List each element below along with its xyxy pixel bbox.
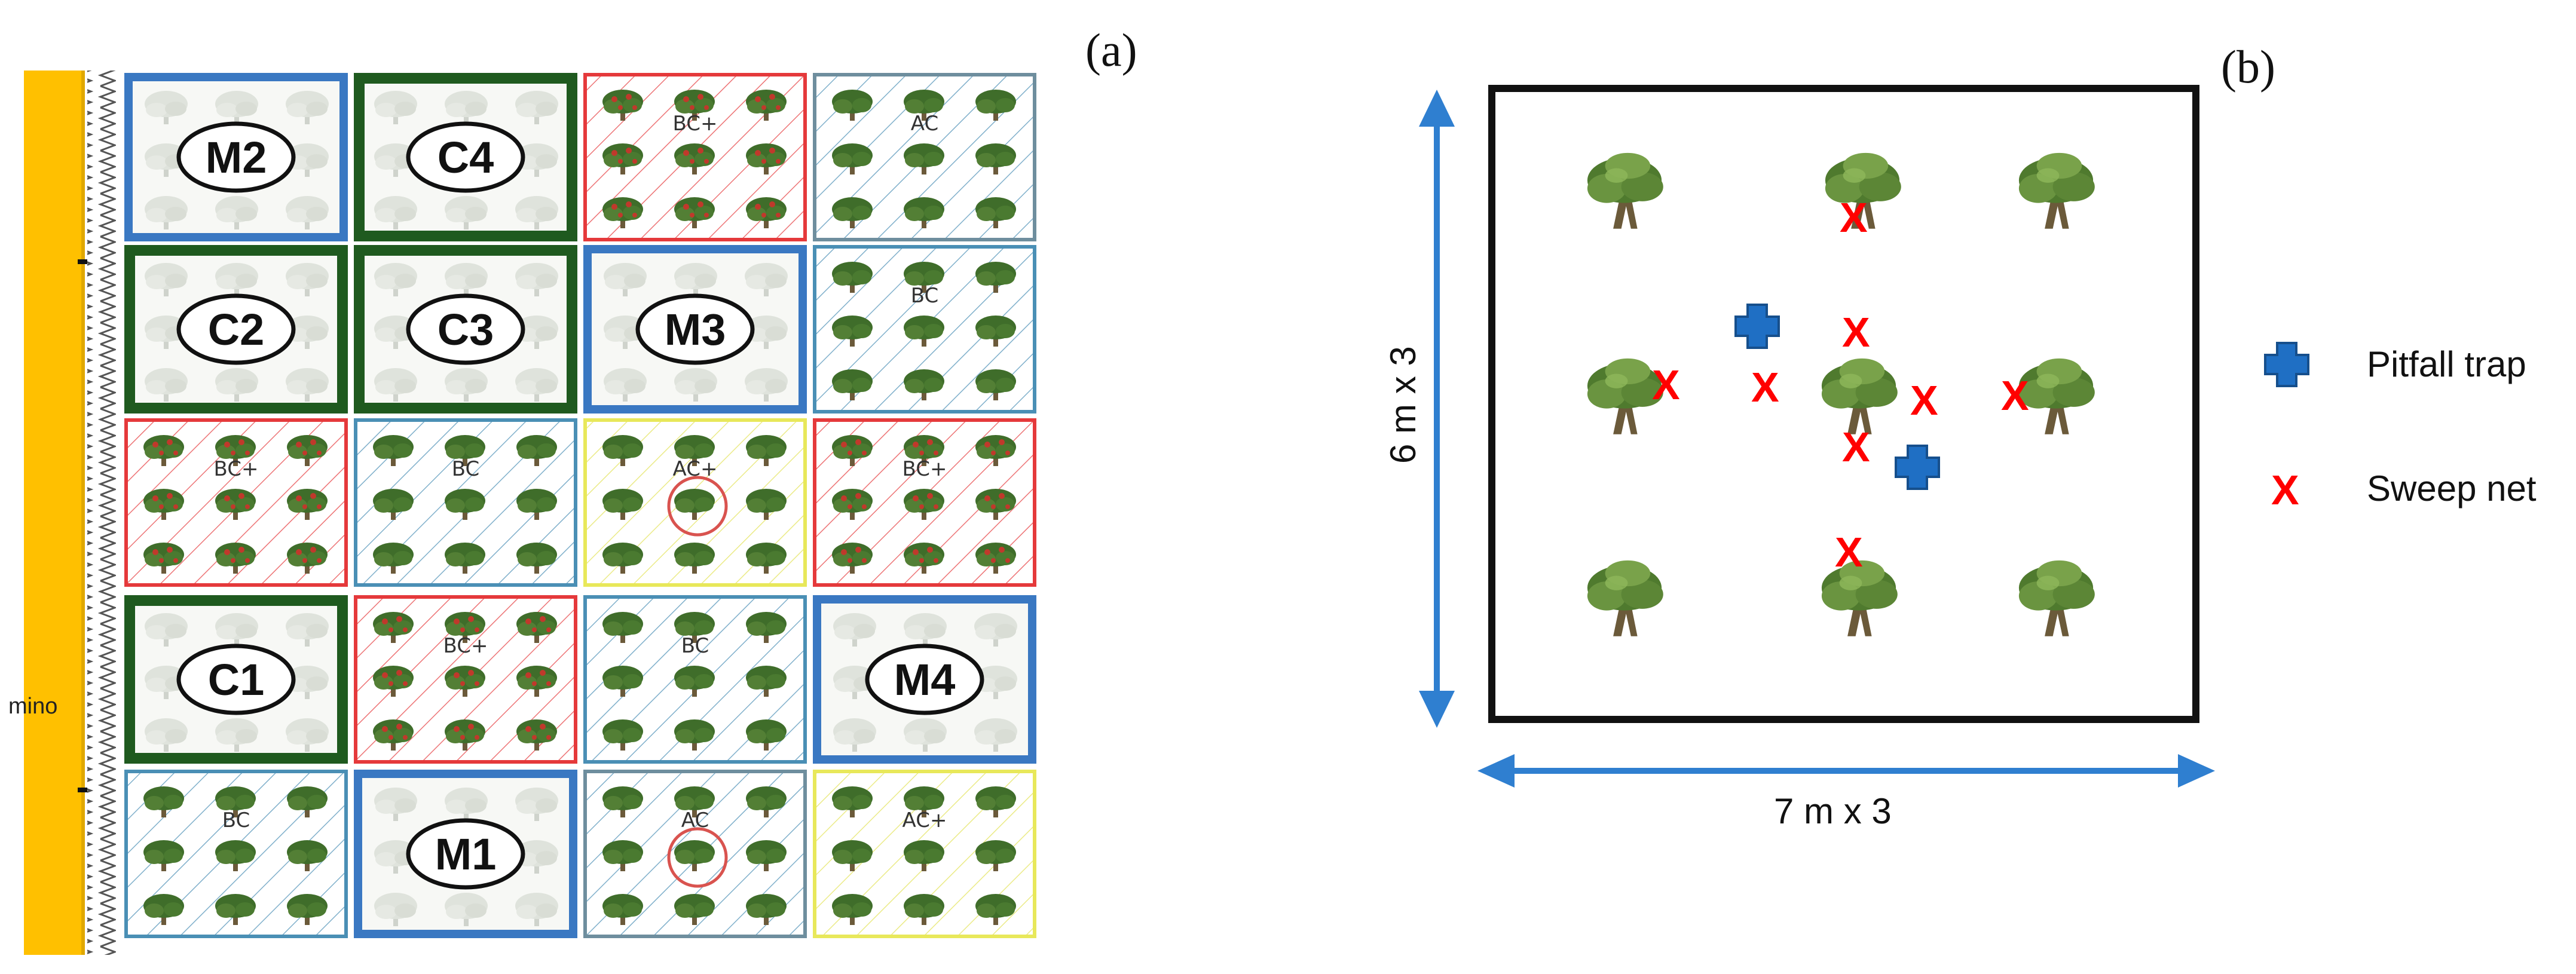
plot-m3: M3 bbox=[583, 245, 807, 414]
sweep-net-markers: X X X X X X X X bbox=[1652, 194, 2029, 575]
sweep-net-mark: X bbox=[1842, 309, 1870, 356]
plot-label: M2 bbox=[206, 133, 267, 182]
height-label: 6 m x 3 bbox=[1383, 346, 1423, 464]
pitfall-trap-icon bbox=[1895, 445, 1940, 490]
plot-c4: C4 bbox=[354, 73, 577, 241]
plot-label: BC bbox=[452, 457, 479, 481]
plot-c2: C2 bbox=[124, 245, 348, 414]
road-label: mino bbox=[8, 694, 57, 719]
plot-label: M3 bbox=[665, 305, 726, 354]
legend-sweep-net-label: Sweep net bbox=[2367, 468, 2537, 509]
plot-label: AC+ bbox=[902, 808, 947, 832]
plot-label: BC bbox=[911, 284, 938, 308]
plot-bc: BC bbox=[124, 770, 348, 938]
panel-b: (b) X X X X X X X X bbox=[1383, 41, 2537, 831]
plot-label: C2 bbox=[208, 305, 265, 354]
plot-bc-plus: BC+ bbox=[354, 595, 577, 764]
height-dimension-arrow bbox=[1419, 90, 1455, 728]
width-label: 7 m x 3 bbox=[1774, 791, 1892, 831]
legend-pitfall-trap-icon bbox=[2264, 342, 2309, 387]
panel-b-letter: (b) bbox=[2221, 41, 2275, 93]
panel-a-letter: (a) bbox=[1085, 24, 1137, 76]
plot-label: C3 bbox=[438, 305, 494, 354]
sweep-net-mark: X bbox=[1842, 424, 1870, 470]
road-edge bbox=[81, 71, 85, 955]
plot-bc-plus: BC+ bbox=[124, 418, 348, 587]
legend-sweep-net-icon: X bbox=[2271, 467, 2299, 513]
plot-m4: M4 bbox=[813, 595, 1036, 764]
plot-label: M4 bbox=[894, 655, 956, 705]
fence bbox=[87, 71, 116, 955]
pitfall-trap-icon bbox=[1734, 304, 1780, 349]
plot-label: BC bbox=[222, 808, 250, 832]
plot-c3: C3 bbox=[354, 245, 577, 414]
plot-bc: BC bbox=[354, 418, 577, 587]
plot-label: M1 bbox=[435, 829, 497, 879]
sweep-net-mark: X bbox=[1751, 364, 1779, 411]
plot-label: BC+ bbox=[443, 634, 488, 658]
plot-label: BC+ bbox=[902, 457, 947, 481]
sampling-circle bbox=[667, 476, 728, 537]
legend-pitfall-trap-label: Pitfall trap bbox=[2367, 344, 2526, 384]
plot-ac-plus: AC+ bbox=[813, 770, 1036, 938]
plot-label: BC bbox=[681, 634, 709, 658]
plot-ac: AC bbox=[583, 770, 807, 938]
road bbox=[24, 71, 81, 955]
plot-ac-plus: AC+ bbox=[583, 418, 807, 587]
plot-label: BC+ bbox=[673, 112, 718, 136]
plot-m1: M1 bbox=[354, 770, 577, 938]
plot-label: C4 bbox=[438, 133, 494, 182]
sweep-net-mark: X bbox=[2001, 372, 2029, 419]
plot-label: BC+ bbox=[214, 457, 259, 481]
plot-label: C1 bbox=[208, 655, 265, 705]
pitfall-trap-markers bbox=[1734, 304, 1940, 490]
plot-bc: BC bbox=[583, 595, 807, 764]
plot-bc-plus: BC+ bbox=[813, 418, 1036, 587]
plot-bc-plus: BC+ bbox=[583, 73, 807, 241]
plot-c1: C1 bbox=[124, 595, 348, 764]
sampling-circle bbox=[667, 827, 728, 888]
sweep-net-mark: X bbox=[1840, 194, 1868, 241]
legend: Pitfall trap X Sweep net bbox=[2264, 342, 2537, 513]
plot-ac: AC bbox=[813, 73, 1036, 241]
sweep-net-mark: X bbox=[1652, 362, 1680, 408]
sweep-net-mark: X bbox=[1910, 377, 1938, 424]
width-dimension-arrow bbox=[1477, 754, 2215, 788]
plot-bc: BC bbox=[813, 245, 1036, 414]
sweep-net-mark: X bbox=[1835, 529, 1863, 575]
plot-m2: M2 bbox=[124, 73, 348, 241]
plot-label: AC bbox=[911, 112, 938, 136]
